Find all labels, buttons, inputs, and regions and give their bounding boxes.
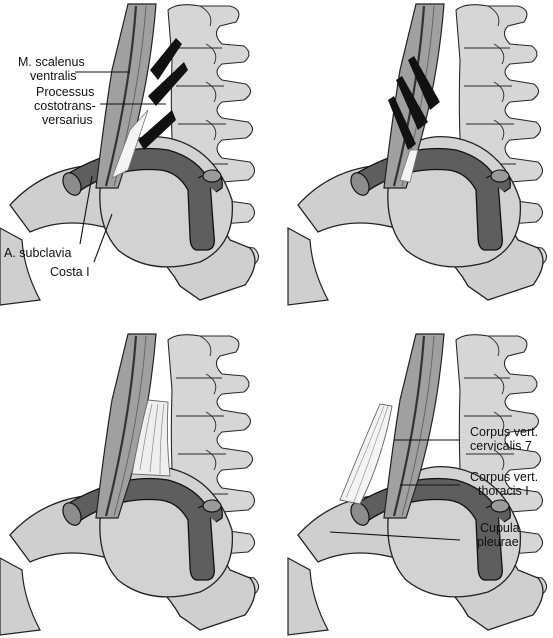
fibrous-band <box>339 403 393 505</box>
leader-lines <box>75 71 461 541</box>
label-costa: Costa I <box>50 265 90 279</box>
panel-top-right <box>286 2 548 307</box>
label-processus-1: Processus <box>36 85 94 99</box>
panel-top-left <box>0 2 260 307</box>
label-corpus-c7-1: Corpus vert. <box>470 425 538 439</box>
dark-bands <box>138 38 188 150</box>
label-scalenus-1: M. scalenus <box>18 55 85 69</box>
label-corpus-t1-2: thoracis I <box>478 484 529 498</box>
label-cupula-2: pleurae <box>477 535 519 549</box>
panel-bottom-right <box>286 332 548 637</box>
dark-bands <box>388 56 440 150</box>
panel-bottom-left <box>0 332 260 637</box>
label-processus-2: costotrans- <box>34 99 96 113</box>
label-processus-3: versarius <box>42 113 93 127</box>
label-corpus-t1-1: Corpus vert. <box>470 470 538 484</box>
label-scalenus-2: ventralis <box>30 69 77 83</box>
label-subclavia: A. subclavia <box>4 246 71 260</box>
label-corpus-c7-2: cervicalis 7 <box>470 439 532 453</box>
label-cupula-1: Cupula <box>480 521 520 535</box>
